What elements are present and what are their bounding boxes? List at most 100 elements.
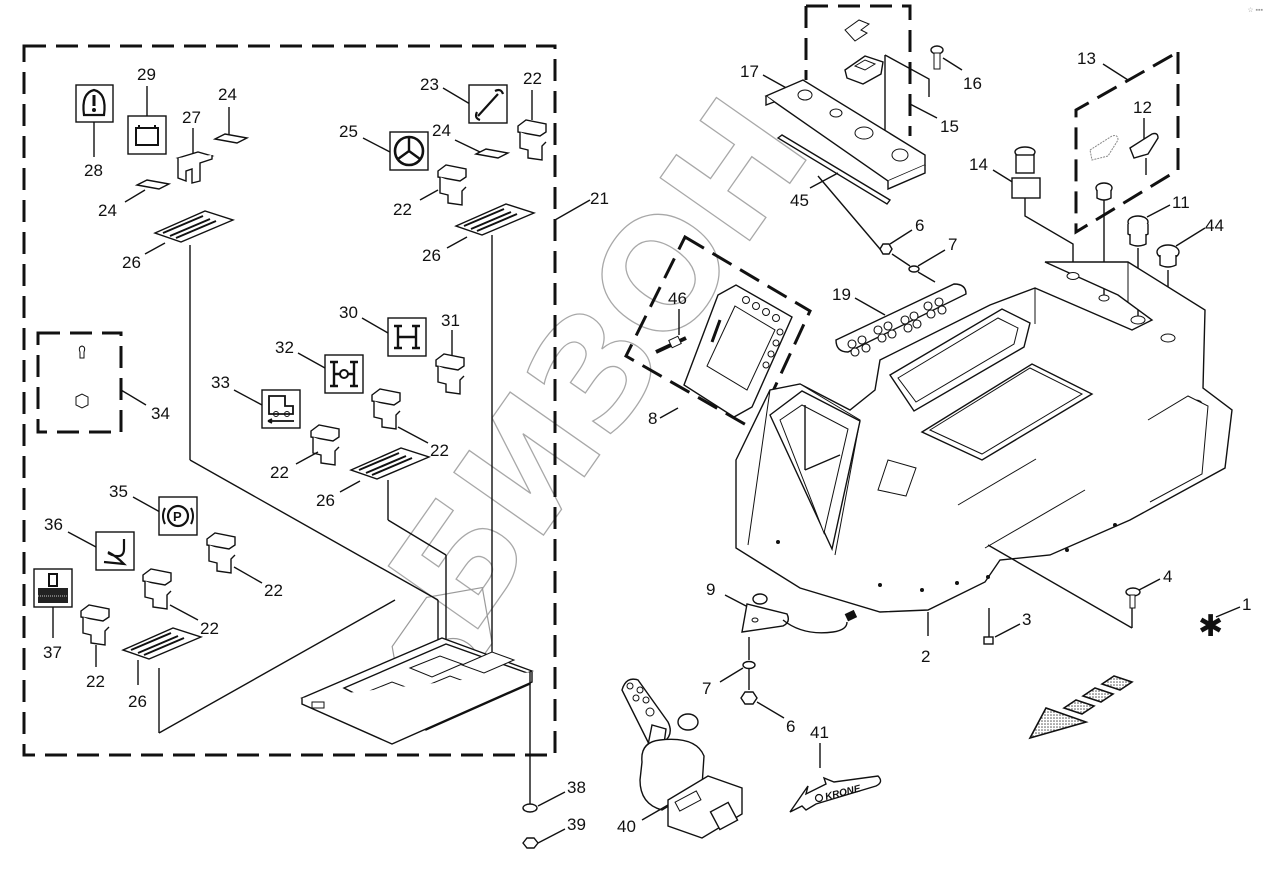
callout-19[interactable]: 19 <box>832 285 851 304</box>
part-38-washer[interactable]: 38 <box>522 778 586 813</box>
part-15-hinge-kit[interactable]: 15 <box>804 4 959 160</box>
callout-9[interactable]: 9 <box>706 580 715 599</box>
callout-23[interactable]: 23 <box>420 75 439 94</box>
callout-26c[interactable]: 26 <box>316 491 335 510</box>
callout-24a[interactable]: 24 <box>218 85 237 104</box>
part-45-strip[interactable]: 45 <box>776 134 892 210</box>
part-26-frame-a[interactable]: 26 <box>122 210 439 690</box>
part-19-gland-plate[interactable]: 19 <box>832 283 967 357</box>
callout-37[interactable]: 37 <box>43 643 62 662</box>
switch-carrier-plate[interactable] <box>300 637 534 805</box>
part-41-brand-decal[interactable]: 41 KRONE <box>789 723 882 813</box>
part-3-clip-nut[interactable]: 3 <box>983 608 1031 645</box>
legend-asterisk-1[interactable]: ✱ 1 <box>1198 595 1251 644</box>
callout-22a[interactable]: 22 <box>523 69 542 88</box>
callout-22e[interactable]: 22 <box>264 581 283 600</box>
callout-12[interactable]: 12 <box>1133 98 1152 117</box>
callout-30[interactable]: 30 <box>339 303 358 322</box>
callout-26a[interactable]: 26 <box>122 253 141 272</box>
callout-41[interactable]: 41 <box>810 723 829 742</box>
symbol-32-differential[interactable]: 32 <box>275 338 364 394</box>
part-22-switch-d[interactable]: 22 <box>270 424 340 482</box>
callout-45[interactable]: 45 <box>790 191 809 210</box>
callout-40[interactable]: 40 <box>617 817 636 836</box>
part-7-washer-top[interactable]: 7 <box>908 235 957 283</box>
callout-11[interactable]: 11 <box>1172 193 1190 212</box>
part-6-nut-top[interactable]: 6 <box>817 175 924 267</box>
symbol-33-reverse[interactable]: 33 <box>211 373 301 429</box>
part-22-switch-e[interactable]: 22 <box>206 532 283 600</box>
callout-35[interactable]: 35 <box>109 482 128 501</box>
part-26-frame-c[interactable]: 26 <box>316 447 447 690</box>
callout-38[interactable]: 38 <box>567 778 586 797</box>
symbol-35-parking-brake[interactable]: 35 P <box>109 482 198 536</box>
symbol-29-battery[interactable]: 29 <box>127 65 167 155</box>
part-39-nut[interactable]: 39 <box>522 815 586 849</box>
callout-22g[interactable]: 22 <box>86 672 105 691</box>
callout-34[interactable]: 34 <box>151 404 170 423</box>
part-27-switch[interactable]: 27 <box>175 108 215 184</box>
part-17-bracket[interactable]: 17 <box>740 62 926 191</box>
part-26-frame-d[interactable]: 26 <box>121 599 396 734</box>
callout-29[interactable]: 29 <box>137 65 156 84</box>
part-11-knob[interactable]: 11 <box>1127 193 1190 318</box>
callout-25[interactable]: 25 <box>339 122 358 141</box>
part-40-joystick[interactable]: 40 <box>617 678 743 839</box>
part-7-washer-bottom[interactable]: 7 <box>702 660 756 699</box>
part-22-switch-g[interactable]: 22 <box>80 604 110 691</box>
callout-13[interactable]: 13 <box>1077 49 1096 68</box>
callout-24c[interactable]: 24 <box>432 121 451 140</box>
callout-6a[interactable]: 6 <box>915 216 924 235</box>
part-8-terminal-kit[interactable]: 8 <box>624 234 812 433</box>
callout-26d[interactable]: 26 <box>128 692 147 711</box>
callout-22c[interactable]: 22 <box>430 441 449 460</box>
callout-6b[interactable]: 6 <box>786 717 795 736</box>
callout-22f[interactable]: 22 <box>200 619 219 638</box>
callout-7b[interactable]: 7 <box>702 679 711 698</box>
part-24-pad-b[interactable]: 24 <box>98 179 172 220</box>
part-14-switch[interactable]: 14 <box>969 146 1074 276</box>
part-13-key-kit[interactable]: 13 12 <box>1074 49 1180 235</box>
callout-8[interactable]: 8 <box>648 409 657 428</box>
callout-1[interactable]: 1 <box>1242 595 1251 614</box>
part-9-sensor[interactable]: 9 <box>706 580 858 660</box>
part-4-screw[interactable]: 4 <box>987 544 1172 629</box>
callout-4[interactable]: 4 <box>1163 567 1172 586</box>
callout-22b[interactable]: 22 <box>393 200 412 219</box>
part-2-console-housing[interactable]: 2 <box>735 261 1233 666</box>
callout-27[interactable]: 27 <box>182 108 201 127</box>
part-46-mount[interactable]: 46 <box>655 289 687 354</box>
part-22-switch-b[interactable]: 22 <box>393 164 467 219</box>
callout-39[interactable]: 39 <box>567 815 586 834</box>
symbol-30-axle[interactable]: 30 <box>339 303 427 357</box>
callout-28[interactable]: 28 <box>84 161 103 180</box>
part-22-switch-31[interactable]: 31 <box>435 311 465 395</box>
callout-17[interactable]: 17 <box>740 62 759 81</box>
callout-22d[interactable]: 22 <box>270 463 289 482</box>
symbol-28-warning[interactable]: 28 <box>75 84 114 180</box>
callout-21[interactable]: 21 <box>590 189 609 208</box>
part-16-screw[interactable]: 16 <box>930 45 982 93</box>
callout-31[interactable]: 31 <box>441 311 460 330</box>
callout-32[interactable]: 32 <box>275 338 294 357</box>
symbol-36-seat[interactable]: 36 <box>44 515 135 571</box>
callout-14[interactable]: 14 <box>969 155 988 174</box>
part-22-switch-f[interactable]: 22 <box>142 568 219 638</box>
part-6-nut-bottom[interactable]: 6 <box>740 691 795 736</box>
callout-3[interactable]: 3 <box>1022 610 1031 629</box>
callout-15[interactable]: 15 <box>940 117 959 136</box>
part-24-pad-c[interactable]: 24 <box>432 121 511 159</box>
callout-36[interactable]: 36 <box>44 515 63 534</box>
callout-46[interactable]: 46 <box>668 289 687 308</box>
part-22-switch-a[interactable]: 22 <box>517 69 547 161</box>
part-26-frame-b[interactable]: 26 <box>422 203 537 655</box>
callout-16[interactable]: 16 <box>963 74 982 93</box>
part-24-pad-a[interactable]: 24 <box>212 85 250 144</box>
callout-26b[interactable]: 26 <box>422 246 441 265</box>
callout-2[interactable]: 2 <box>921 647 930 666</box>
callout-44[interactable]: 44 <box>1205 216 1224 235</box>
callout-33[interactable]: 33 <box>211 373 230 392</box>
part-34-fuse-relay-kit[interactable]: 34 <box>36 331 170 434</box>
callout-24b[interactable]: 24 <box>98 201 117 220</box>
symbol-25-steering[interactable]: 25 <box>339 122 429 171</box>
